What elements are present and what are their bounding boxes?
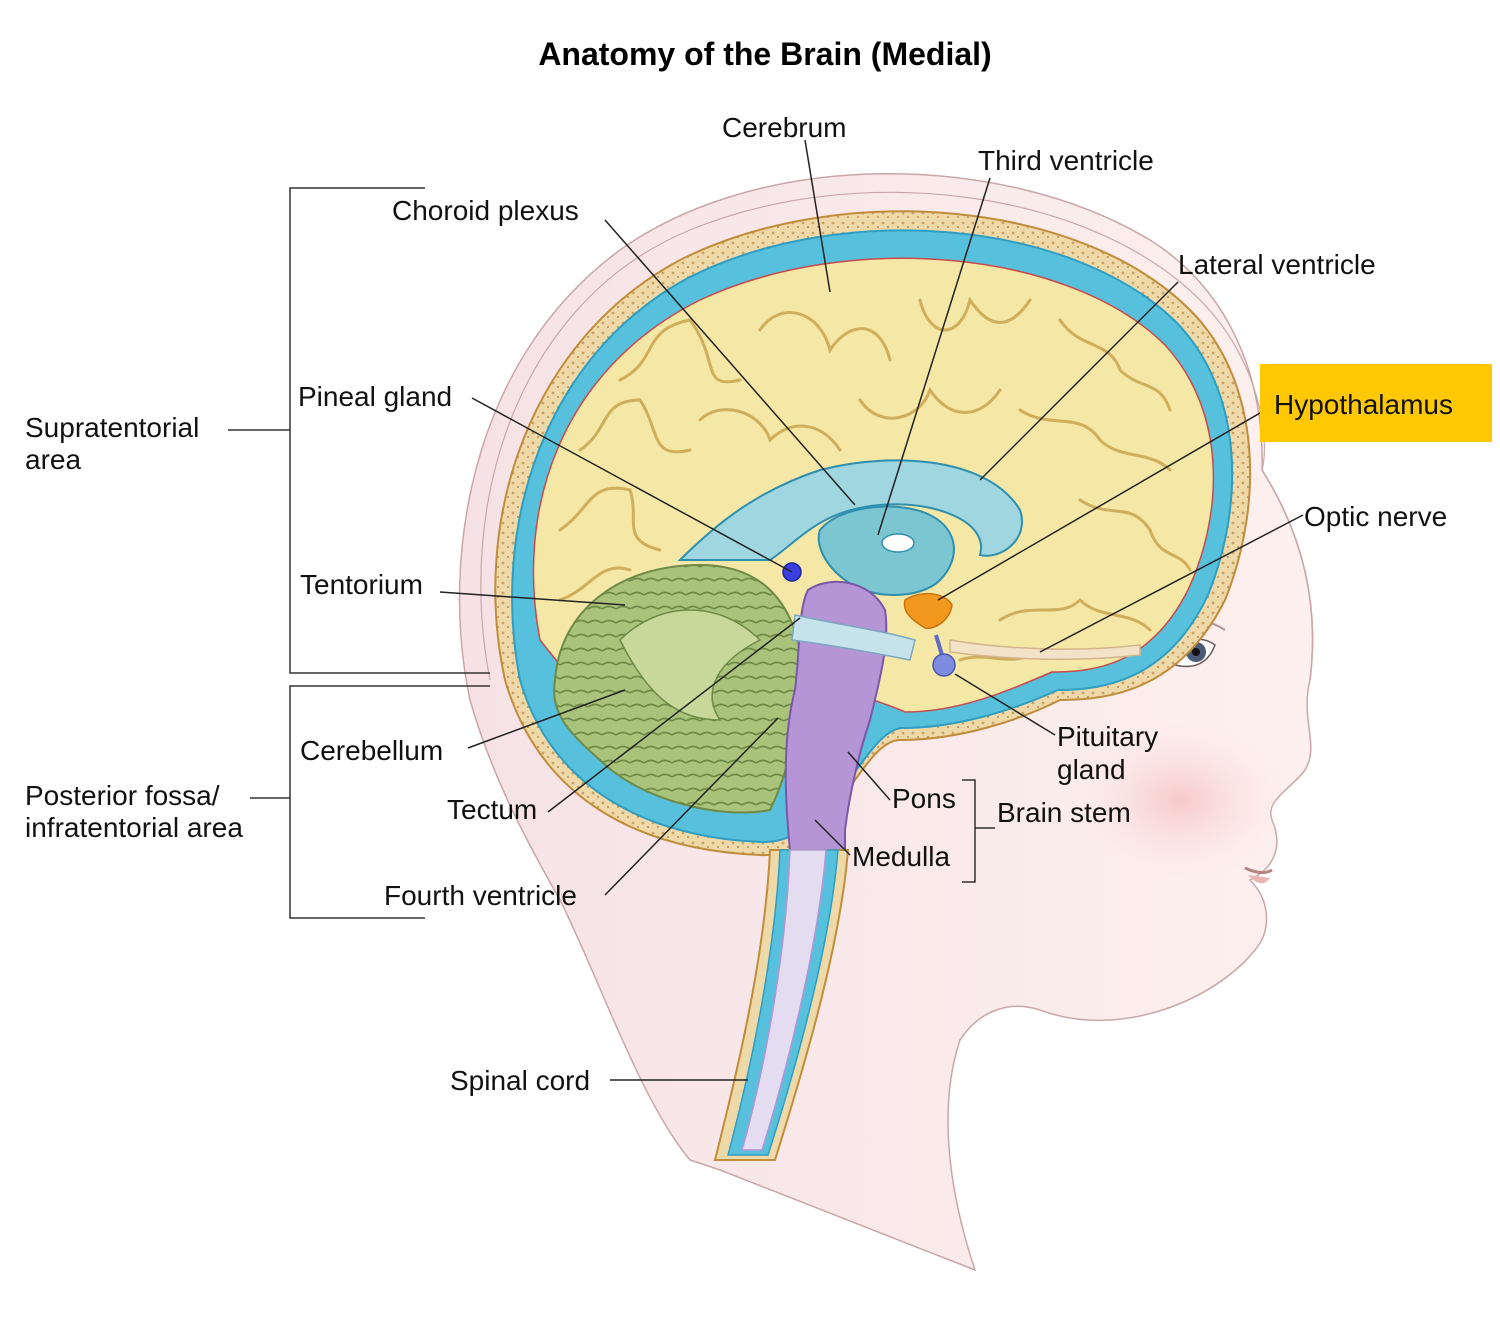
- pituitary-gland: [932, 634, 956, 677]
- label-choroid-plexus: Choroid plexus: [392, 195, 579, 226]
- infratentorial-bracket: [250, 685, 490, 919]
- label-cerebellum: Cerebellum: [300, 735, 444, 766]
- mouth-icon: [1244, 866, 1273, 884]
- label-hypothalamus: Hypothalamus: [1274, 389, 1453, 420]
- label-lateral-ventricle: Lateral ventricle: [1178, 249, 1376, 280]
- label-medulla: Medulla: [852, 841, 951, 872]
- label-pineal-gland: Pineal gland: [298, 381, 453, 412]
- third-ventricle: [817, 505, 955, 596]
- label-tectum: Tectum: [447, 794, 538, 825]
- hypothalamus-highlight: [1260, 364, 1492, 442]
- spinal-cord: [713, 849, 850, 1161]
- supratentorial-bracket: [228, 187, 490, 674]
- label-posterior-fossa: Posterior fossa/: [25, 780, 220, 811]
- label-third-ventricle: Third ventricle: [978, 145, 1154, 176]
- label-optic-nerve: Optic nerve: [1304, 501, 1448, 532]
- page-title: Anatomy of the Brain (Medial): [538, 36, 992, 72]
- label-supratentorial-area: area: [25, 444, 82, 475]
- lateral-ventricle: [677, 459, 1023, 561]
- label-cerebrum: Cerebrum: [722, 112, 847, 143]
- label-fourth-ventricle: Fourth ventricle: [384, 880, 577, 911]
- label-tentorium: Tentorium: [300, 569, 423, 600]
- label-brain-stem: Brain stem: [997, 797, 1131, 828]
- label-pituitary: Pituitary: [1057, 721, 1159, 752]
- tectum: [791, 614, 916, 661]
- label-supratentorial: Supratentorial: [25, 412, 200, 443]
- label-pons: Pons: [892, 783, 956, 814]
- leader-lines: [439, 139, 1304, 1081]
- head-outline: [480, 191, 1265, 681]
- hypothalamus: [903, 593, 953, 629]
- label-pituitary-gland: gland: [1057, 754, 1126, 785]
- label-spinal-cord: Spinal cord: [450, 1065, 591, 1096]
- label-infratentorial-area: infratentorial area: [25, 812, 243, 843]
- brain-stem-bracket: [962, 779, 995, 883]
